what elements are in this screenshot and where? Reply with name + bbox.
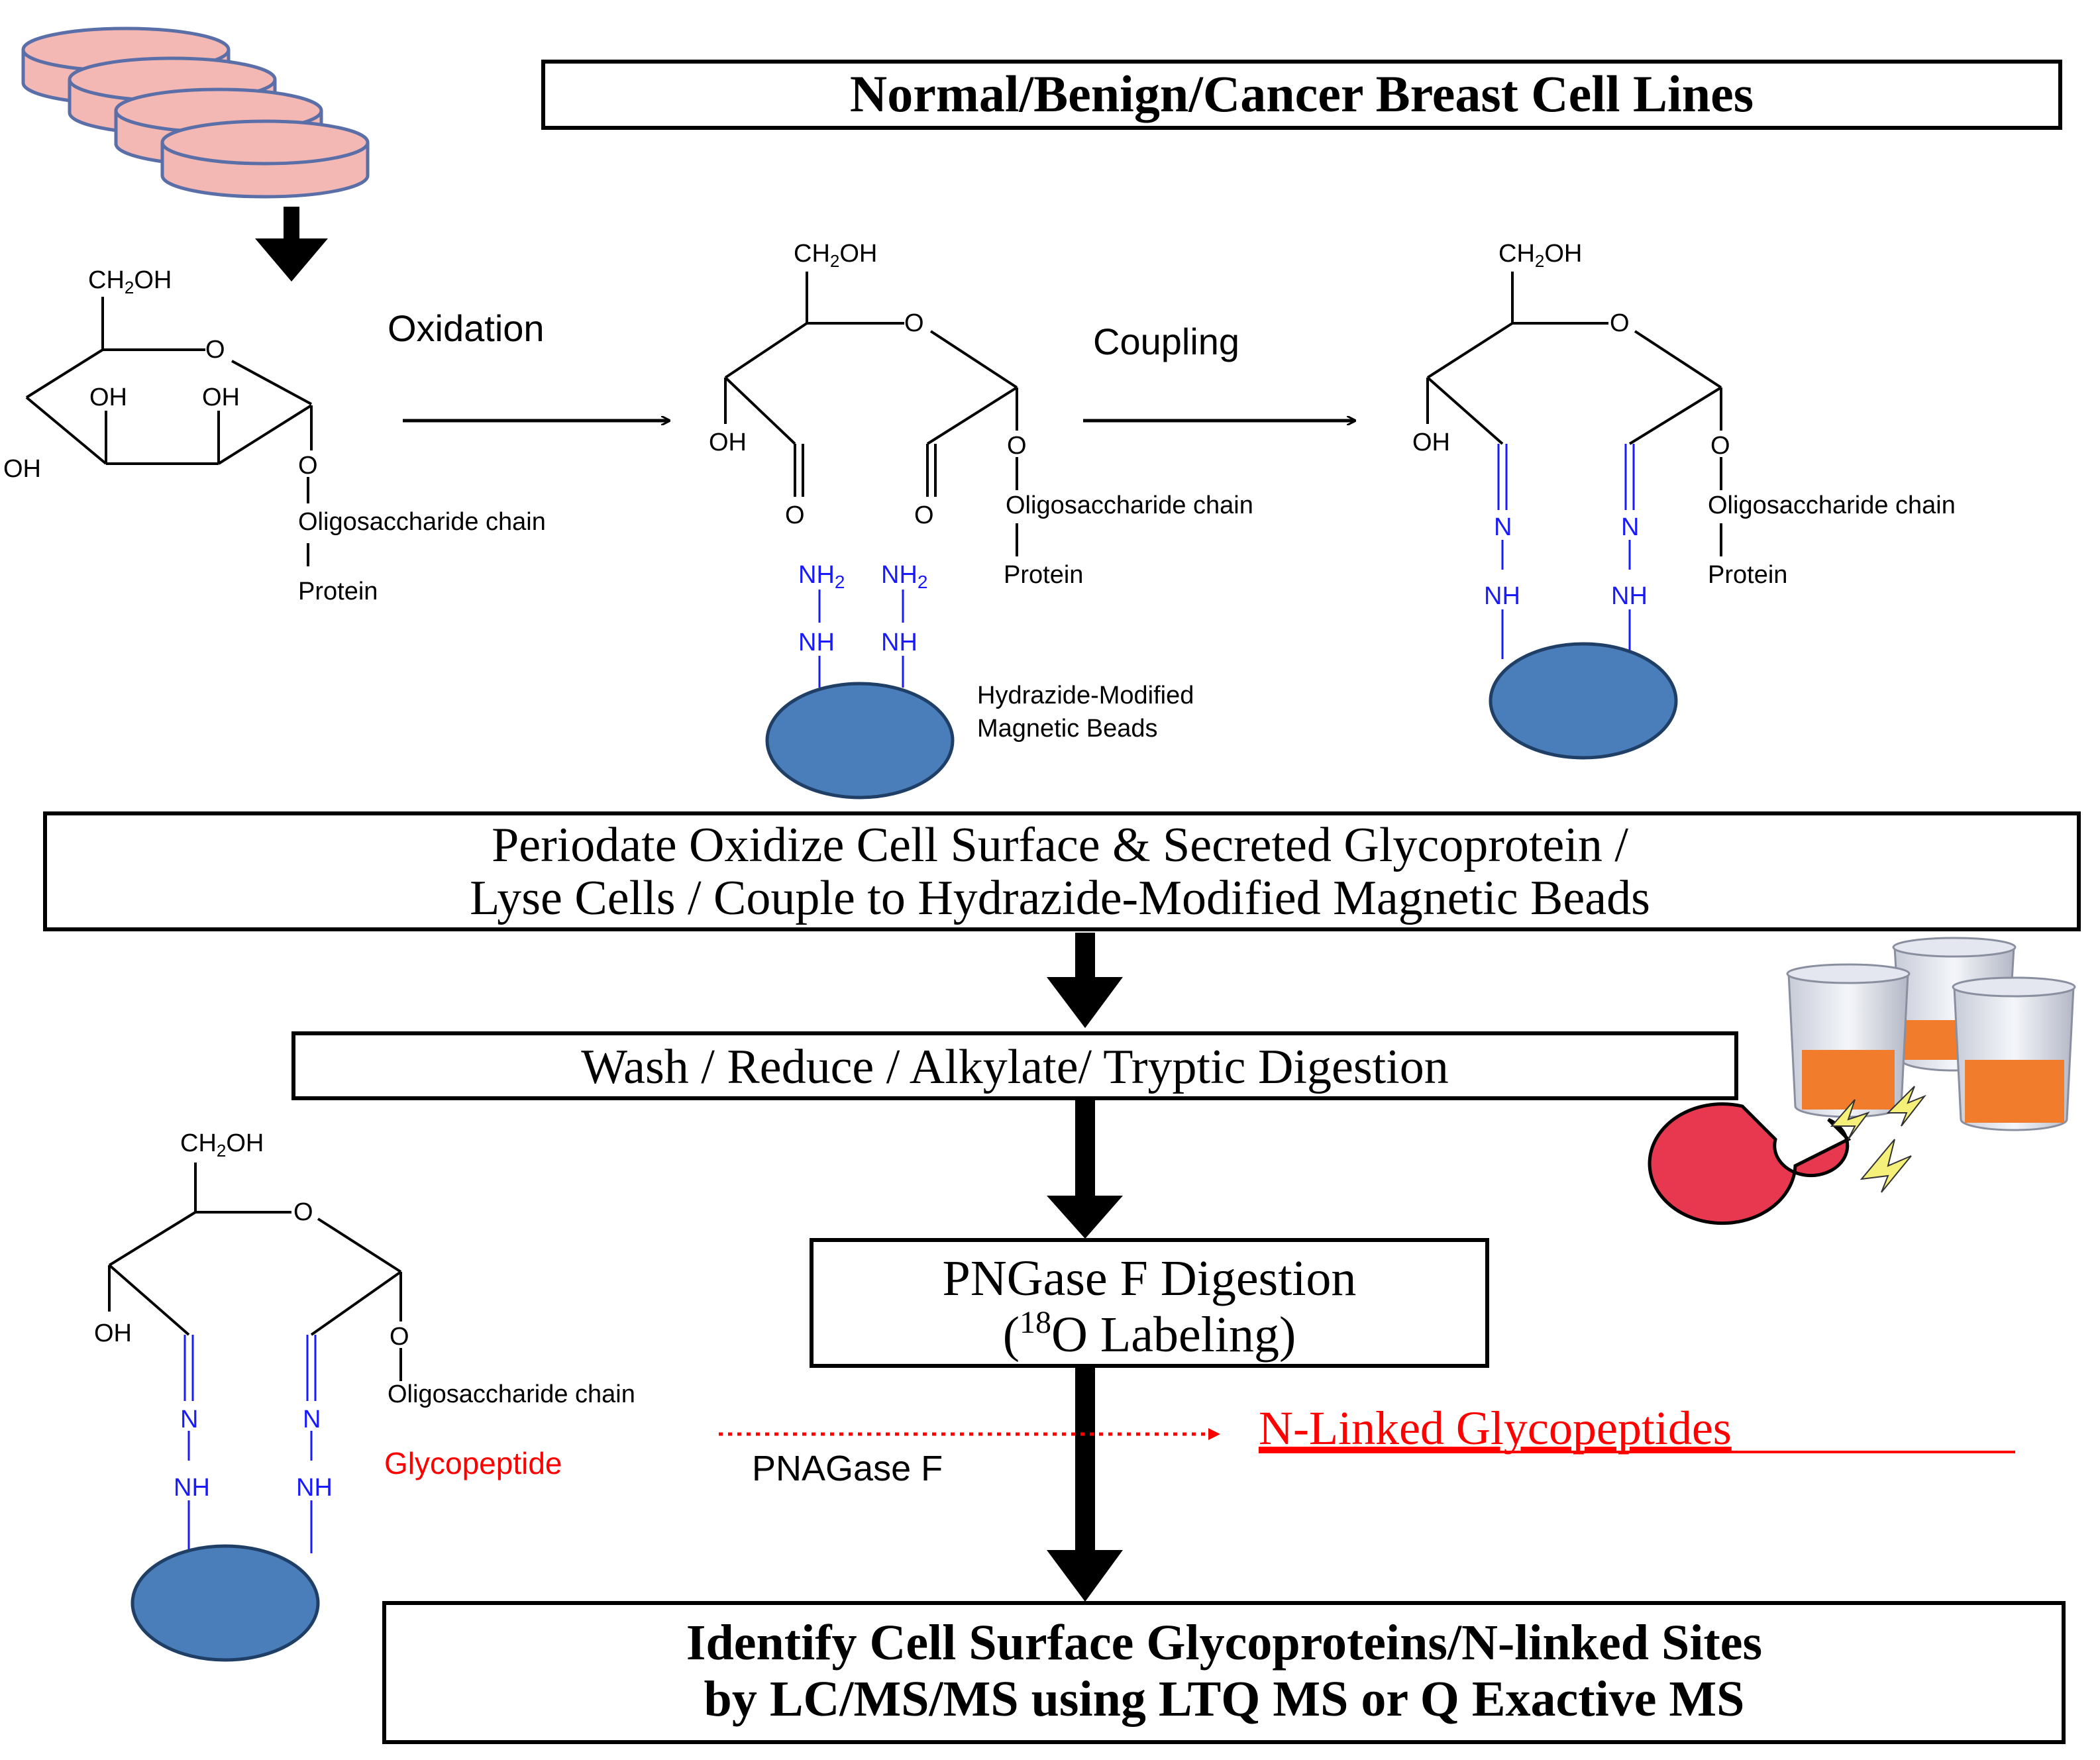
identify-line-2: by LC/MS/MS using LTQ MS or Q Exactive M… xyxy=(704,1671,1745,1727)
pngase-line-1: PNGase F Digestion xyxy=(943,1251,1357,1306)
arrow-down-2 xyxy=(1047,933,1123,1028)
link-o-label-a: O xyxy=(298,452,318,480)
glycan-structure-a xyxy=(25,297,313,566)
hydrazide-bead-a xyxy=(765,590,955,800)
ring-o-label-b: O xyxy=(904,309,924,337)
pngase-arrow-label: PNAGase F xyxy=(752,1449,943,1488)
nh-label-b2: NH xyxy=(881,629,918,656)
ch2oh-label-a: CH2OH xyxy=(88,266,172,297)
oxidation-label: Oxidation xyxy=(388,307,545,349)
arrow-down-1 xyxy=(255,207,328,282)
ch2oh-label-b: CH2OH xyxy=(794,240,877,271)
aldehyde-o-label-b1: O xyxy=(785,501,805,529)
bead-c xyxy=(1489,642,1678,760)
oligo-label-c: Oligosaccharide chain xyxy=(1708,492,1956,519)
ring-o-label-a: O xyxy=(205,336,225,364)
cell-lines-title: Normal/Benign/Cancer Breast Cell Lines xyxy=(850,65,1754,123)
arrow-down-4 xyxy=(1047,1367,1123,1602)
ch2oh-label-c: CH2OH xyxy=(1498,240,1582,271)
pngase-line-2: (18O Labeling) xyxy=(1003,1305,1296,1363)
beads-label-1: Hydrazide-Modified xyxy=(977,682,1194,709)
oligo-label-b: Oligosaccharide chain xyxy=(1006,492,1253,519)
n-label-c2: N xyxy=(1621,513,1639,541)
magnet-icon xyxy=(1648,1086,1927,1225)
link-o-label-b: O xyxy=(1007,432,1027,460)
oxidize-line-2: Lyse Cells / Couple to Hydrazide-Modifie… xyxy=(470,871,1650,925)
oligo-label-d: Oligosaccharide chain xyxy=(388,1380,635,1408)
aldehyde-o-label-b2: O xyxy=(914,501,934,529)
nh-label-d2: NH xyxy=(296,1474,333,1502)
oh-label-b: OH xyxy=(709,429,747,456)
oh-label-a2: OH xyxy=(202,384,240,411)
nh-label-b1: NH xyxy=(798,629,835,656)
wash-title: Wash / Reduce / Alkylate/ Tryptic Digest… xyxy=(581,1040,1449,1094)
identify-line-1: Identify Cell Surface Glycoproteins/N-li… xyxy=(686,1615,1762,1671)
protein-label-b: Protein xyxy=(1004,561,1083,589)
nh-label-c1: NH xyxy=(1484,582,1520,610)
n-linked-product: N-Linked Glycopeptides xyxy=(1259,1402,1732,1455)
ch2oh-label-d: CH2OH xyxy=(180,1129,264,1161)
glycopeptide-label: Glycopeptide xyxy=(384,1446,562,1480)
glycan-structure-b xyxy=(724,272,1018,556)
n-label-c1: N xyxy=(1494,513,1512,541)
identify-box xyxy=(382,1601,2066,1744)
nh2-label-1: NH2 xyxy=(798,561,845,592)
oxidize-line-1: Periodate Oxidize Cell Surface & Secrete… xyxy=(492,818,1628,872)
pngase-box xyxy=(810,1238,1489,1368)
cell-lines-box xyxy=(541,60,2062,130)
n-label-d1: N xyxy=(180,1406,198,1433)
ring-o-label-d: O xyxy=(293,1198,313,1226)
protein-label-c: Protein xyxy=(1708,561,1787,589)
bead-d xyxy=(131,1544,320,1662)
oh-label-a3: OH xyxy=(3,455,41,483)
arrow-down-3 xyxy=(1047,1100,1123,1239)
protein-label-a: Protein xyxy=(298,578,378,605)
glycan-structure-d xyxy=(108,1163,402,1381)
oh-label-d: OH xyxy=(94,1320,132,1347)
glycan-structure-c xyxy=(1426,272,1722,556)
nh-label-c2: NH xyxy=(1611,582,1648,610)
ring-o-label-c: O xyxy=(1610,309,1630,337)
coupling-label: Coupling xyxy=(1093,321,1239,362)
oxidize-box xyxy=(43,811,2081,931)
link-o-label-c: O xyxy=(1710,432,1730,460)
beads-label-2: Magnetic Beads xyxy=(977,715,1158,743)
petri-dishes-icon xyxy=(21,26,370,199)
link-o-label-d: O xyxy=(390,1323,409,1351)
wash-box xyxy=(291,1031,1738,1100)
oligo-label-a: Oligosaccharide chain xyxy=(298,508,546,536)
n-label-d2: N xyxy=(303,1406,321,1433)
hydrazone-links-c xyxy=(1497,444,1635,659)
beakers-icon xyxy=(1786,937,2076,1131)
nh-label-d1: NH xyxy=(174,1474,210,1502)
hydrazone-links-d xyxy=(184,1335,317,1553)
oh-label-a1: OH xyxy=(89,384,127,411)
oh-label-c: OH xyxy=(1412,429,1450,456)
nh2-label-2: NH2 xyxy=(881,561,927,592)
